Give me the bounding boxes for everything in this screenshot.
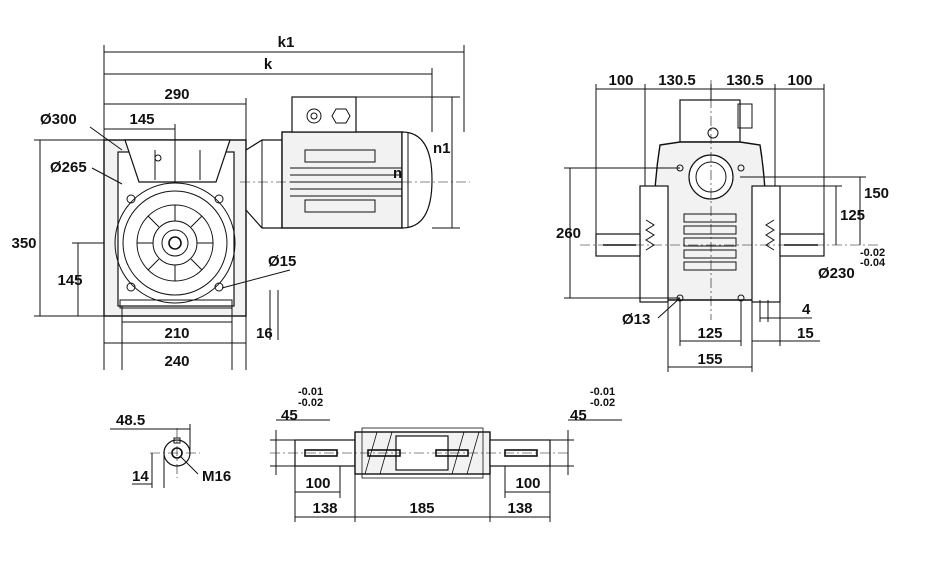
dim-45-right: 45: [570, 407, 587, 424]
dim-15: 15: [797, 325, 814, 342]
side-fins: [683, 213, 737, 271]
front-view-dimensions: k1 k 290 145 Ø300 Ø265 350 145 Ø15 210 2…: [11, 34, 465, 370]
motor-adapter: [245, 139, 283, 229]
dim-185: 185: [409, 500, 434, 517]
tol-top-side: -0.02: [860, 247, 885, 259]
dim-130-5-right: 130.5: [726, 72, 764, 89]
tol-bottom-right: -0.02: [590, 397, 615, 409]
dim-125-right: 125: [840, 207, 865, 224]
dim-dia265: Ø265: [50, 159, 87, 176]
front-view: [103, 96, 470, 317]
dim-100-left-shaft: 100: [305, 475, 330, 492]
terminal-box: [291, 96, 357, 133]
dim-dia300: Ø300: [40, 111, 77, 128]
dim-16: 16: [256, 325, 273, 342]
output-shaft-view: [270, 427, 570, 479]
motor-body: [281, 131, 403, 229]
dim-4: 4: [802, 301, 811, 318]
dim-n: n: [393, 165, 402, 182]
dim-100-left: 100: [608, 72, 633, 89]
left-flange: [639, 185, 669, 303]
dim-dia13: Ø13: [622, 311, 650, 328]
dim-145-top: 145: [129, 111, 154, 128]
dim-14: 14: [132, 468, 149, 485]
right-flange: [751, 185, 781, 303]
dim-100-right: 100: [787, 72, 812, 89]
output-bore: [168, 236, 182, 250]
dim-100-right-shaft: 100: [515, 475, 540, 492]
side-terminal-block: [679, 99, 741, 143]
dim-n1: n1: [433, 140, 451, 157]
dim-k1: k1: [278, 34, 295, 51]
dim-138-left: 138: [312, 500, 337, 517]
side-view: [580, 80, 880, 320]
tol-top-right: -0.01: [590, 386, 615, 398]
side-view-dimensions: 100 130.5 130.5 100 260 150 125 -0.02 -0…: [556, 72, 889, 372]
dim-145-left: 145: [57, 272, 82, 289]
dim-dia230: Ø230: [818, 265, 855, 282]
dim-45-left: 45: [281, 407, 298, 424]
dim-130-5-left: 130.5: [658, 72, 696, 89]
dim-290: 290: [164, 86, 189, 103]
dim-150: 150: [864, 185, 889, 202]
dim-240: 240: [164, 353, 189, 370]
shaft-end-section: 48.5 14 M16: [110, 412, 231, 488]
gearbox-top-trapezoid: [124, 139, 231, 183]
output-shaft-dimensions: 45 -0.01 -0.02 45 -0.01 -0.02 100 100 13…: [270, 386, 622, 522]
dim-m16: M16: [202, 468, 231, 485]
dim-dia15: Ø15: [268, 253, 296, 270]
dim-48-5: 48.5: [116, 412, 145, 429]
dim-260: 260: [556, 225, 581, 242]
motor-fan-cover: [401, 131, 433, 229]
tol-bottom-side: -0.04: [860, 257, 886, 269]
tol-top-left: -0.01: [298, 386, 323, 398]
dim-k: k: [264, 56, 273, 73]
dim-125-bottom: 125: [697, 325, 722, 342]
tol-bottom-left: -0.02: [298, 397, 323, 409]
dim-138-right: 138: [507, 500, 532, 517]
dim-155: 155: [697, 351, 722, 368]
dim-350: 350: [11, 235, 36, 252]
dim-210: 210: [164, 325, 189, 342]
